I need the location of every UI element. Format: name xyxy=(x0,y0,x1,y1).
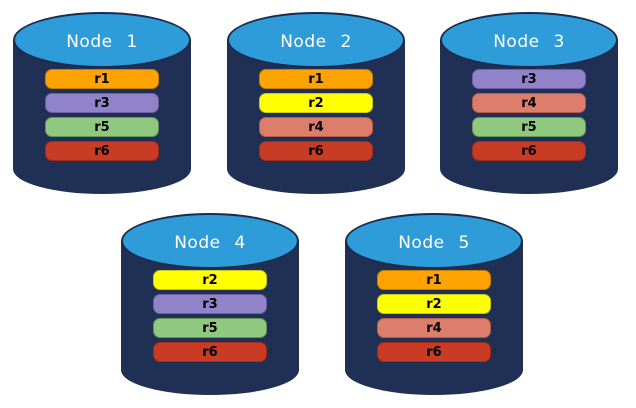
replica-label: r1 xyxy=(308,71,324,87)
replica-bar: r1 xyxy=(45,69,159,89)
replica-label: r3 xyxy=(521,71,537,87)
replica-label: r2 xyxy=(308,95,324,111)
replica-label: r2 xyxy=(426,296,442,312)
replica-bar-list: r1 r2 r4 r6 xyxy=(227,69,405,165)
node-title: Node 2 xyxy=(280,31,352,52)
replica-bar-list: r1 r2 r4 r6 xyxy=(345,270,523,366)
replica-bar: r3 xyxy=(472,69,586,89)
replica-bar: r1 xyxy=(377,270,491,290)
replica-bar: r2 xyxy=(259,93,373,113)
replica-label: r5 xyxy=(521,119,537,135)
replica-bar: r6 xyxy=(153,342,267,362)
replica-bar: r6 xyxy=(259,141,373,161)
replica-label: r2 xyxy=(202,272,218,288)
cylinder-top: Node 5 xyxy=(345,213,523,269)
replica-bar: r6 xyxy=(472,141,586,161)
replica-bar: r1 xyxy=(259,69,373,89)
replica-bar: r4 xyxy=(377,318,491,338)
node-4: Node 4 r2 r3 r5 r6 xyxy=(121,213,299,395)
node-2: Node 2 r1 r2 r4 r6 xyxy=(227,12,405,194)
replica-bar: r4 xyxy=(259,117,373,137)
replica-label: r1 xyxy=(94,71,110,87)
replica-bar: r5 xyxy=(153,318,267,338)
node-title: Node 4 xyxy=(174,232,246,253)
replica-bar: r3 xyxy=(45,93,159,113)
replica-label: r6 xyxy=(308,143,324,159)
replica-bar: r5 xyxy=(45,117,159,137)
node-1: Node 1 r1 r3 r5 r6 xyxy=(13,12,191,194)
replica-label: r6 xyxy=(426,344,442,360)
node-title: Node 1 xyxy=(66,31,138,52)
cylinder-top: Node 4 xyxy=(121,213,299,269)
replica-bar-list: r1 r3 r5 r6 xyxy=(13,69,191,165)
replica-label: r5 xyxy=(202,320,218,336)
replica-label: r1 xyxy=(426,272,442,288)
replica-label: r3 xyxy=(94,95,110,111)
replica-bar: r6 xyxy=(45,141,159,161)
replica-label: r5 xyxy=(94,119,110,135)
cylinder-top: Node 2 xyxy=(227,12,405,68)
replica-label: r4 xyxy=(426,320,442,336)
node-3: Node 3 r3 r4 r5 r6 xyxy=(440,12,618,194)
node-title: Node 5 xyxy=(398,232,470,253)
replica-bar: r2 xyxy=(153,270,267,290)
replica-bar: r5 xyxy=(472,117,586,137)
replica-bar: r2 xyxy=(377,294,491,314)
replica-label: r3 xyxy=(202,296,218,312)
replica-label: r4 xyxy=(521,95,537,111)
replica-label: r6 xyxy=(521,143,537,159)
replica-label: r4 xyxy=(308,119,324,135)
replica-bar-list: r2 r3 r5 r6 xyxy=(121,270,299,366)
node-title: Node 3 xyxy=(493,31,565,52)
replica-label: r6 xyxy=(202,344,218,360)
cylinder-top: Node 3 xyxy=(440,12,618,68)
cylinder-top: Node 1 xyxy=(13,12,191,68)
node-5: Node 5 r1 r2 r4 r6 xyxy=(345,213,523,395)
replica-bar: r4 xyxy=(472,93,586,113)
replica-label: r6 xyxy=(94,143,110,159)
replica-bar-list: r3 r4 r5 r6 xyxy=(440,69,618,165)
replica-bar: r6 xyxy=(377,342,491,362)
replica-bar: r3 xyxy=(153,294,267,314)
